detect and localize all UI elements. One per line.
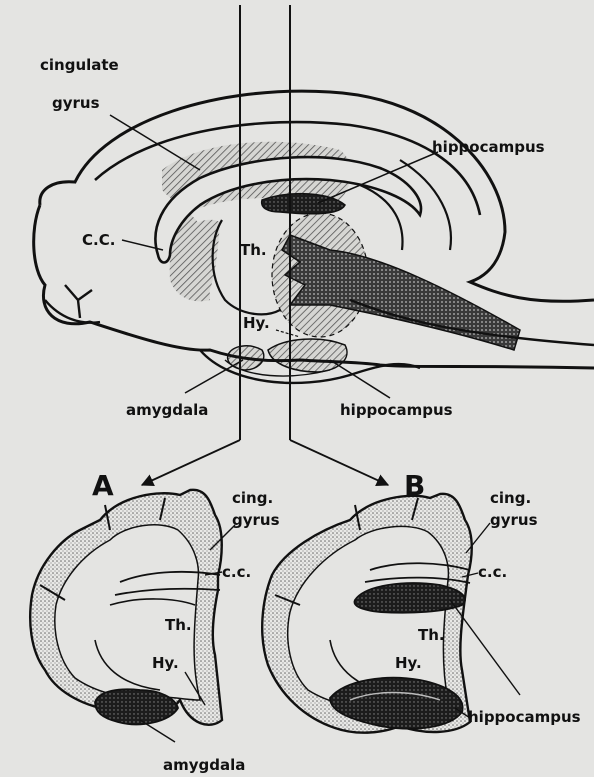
calcarine-sulcus	[400, 160, 451, 250]
label-th-top: Th.	[240, 241, 267, 259]
label-cingulate: cingulate	[40, 56, 119, 74]
arrow-to-a	[142, 440, 240, 485]
panel-label-b: B	[404, 469, 425, 502]
leader-hy	[276, 330, 300, 337]
coronal-section-a: A cing. gyrus c.c. Th. Hy. amygdala	[30, 469, 279, 774]
leader-amygdala	[185, 360, 243, 393]
label-th-a: Th.	[165, 616, 192, 634]
label-cing-a: cing.	[232, 489, 273, 507]
label-amygdala-top: amygdala	[126, 401, 208, 419]
thalamus-outline	[213, 220, 280, 314]
label-cc-b: c.c.	[478, 563, 507, 581]
amygdala-shape-a	[95, 689, 178, 724]
arrow-to-b	[290, 440, 388, 485]
label-hy-top: Hy.	[243, 314, 270, 332]
leader-amygdala-a	[140, 720, 175, 742]
panel-label-a: A	[92, 469, 114, 502]
label-hippocampus-top: hippocampus	[432, 138, 545, 156]
label-amygdala-bottom: amygdala	[163, 756, 245, 774]
label-gyrus-b: gyrus	[490, 511, 538, 529]
hippocampus-lower-shape	[268, 339, 347, 372]
leader-cingulate	[110, 115, 200, 170]
frontal-sulcus-mark	[65, 285, 92, 318]
label-gyrus: gyrus	[52, 94, 100, 112]
orbital-line	[45, 300, 100, 323]
sagittal-brain-view: cingulate gyrus hippocampus C.C. Th. Hy.…	[34, 5, 594, 485]
label-cc-top: C.C.	[82, 231, 115, 249]
coronal-section-b: B cing. gyrus c.c. Th. Hy. hippocampus	[262, 469, 580, 733]
label-cc-a: c.c.	[222, 563, 251, 581]
label-th-b: Th.	[418, 626, 445, 644]
label-gyrus-a: gyrus	[232, 511, 280, 529]
label-hy-a: Hy.	[152, 654, 179, 672]
label-hippocampus-mid: hippocampus	[340, 401, 453, 419]
label-cing-b: cing.	[490, 489, 531, 507]
label-hy-b: Hy.	[395, 654, 422, 672]
label-hippocampus-bottom: hippocampus	[468, 708, 581, 726]
